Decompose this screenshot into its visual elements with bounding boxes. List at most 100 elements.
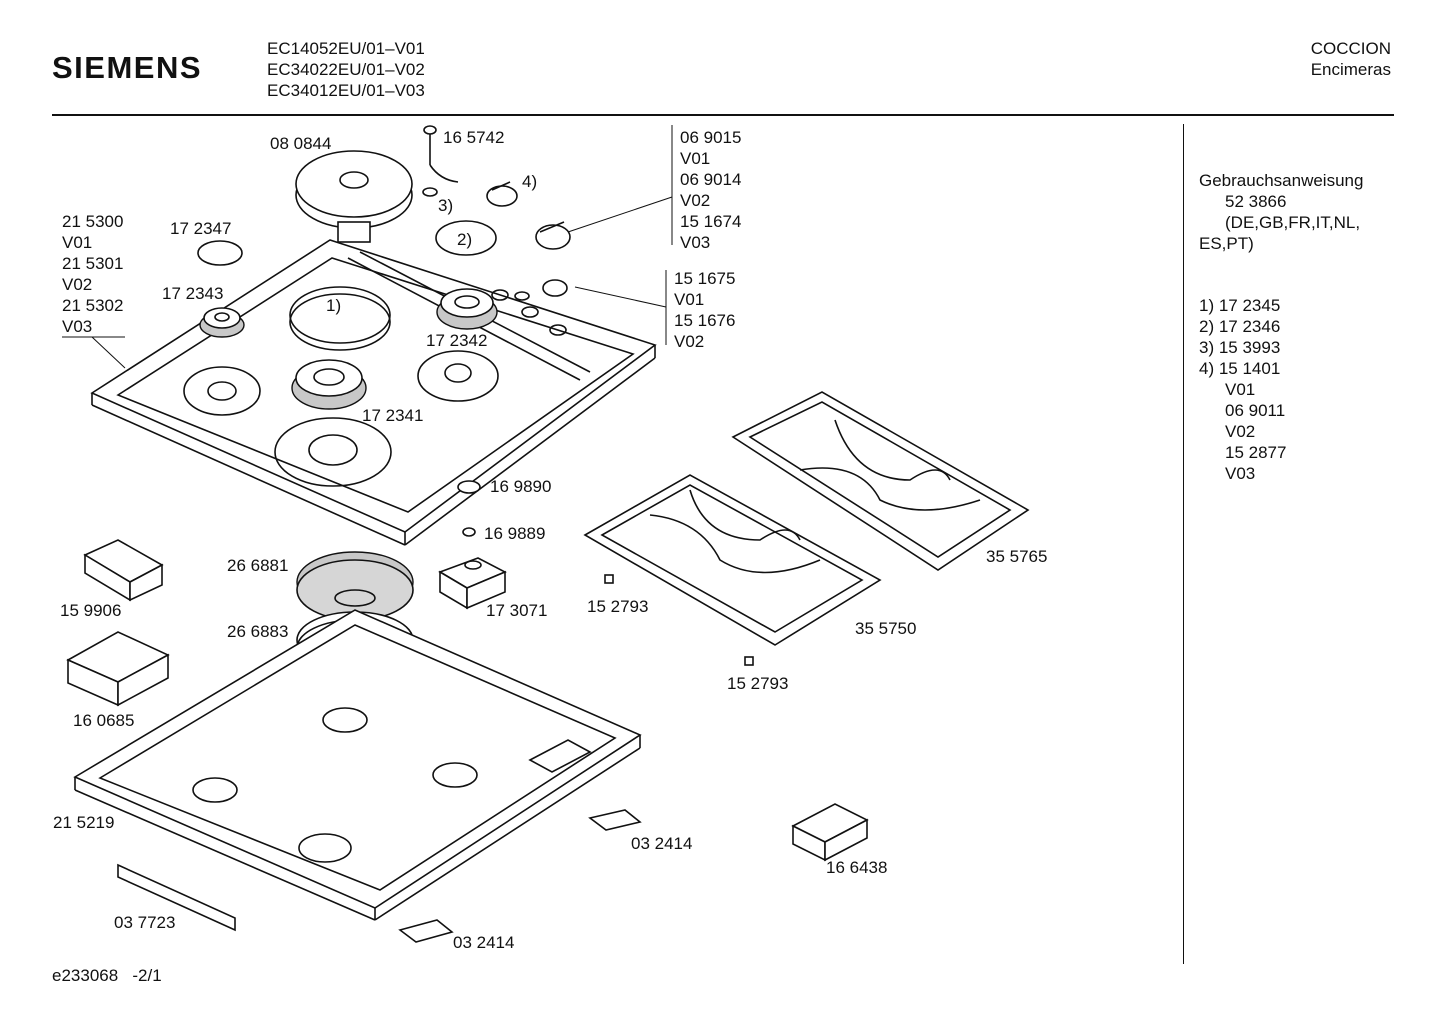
variant-stack-ring: 15 1675 V01 15 1676 V02 bbox=[674, 268, 735, 352]
leader-line bbox=[91, 336, 126, 369]
variant-line: V01 bbox=[680, 149, 711, 168]
cover-disc bbox=[435, 220, 497, 256]
base-tray bbox=[73, 609, 642, 921]
callout-ref-sub: 15 2877 bbox=[1225, 443, 1287, 462]
clip-032414 bbox=[398, 919, 454, 943]
reflector-266881 bbox=[296, 551, 414, 621]
part-label: 03 7723 bbox=[114, 913, 176, 932]
callout-reference-list: 1) 17 2345 2) 17 2346 3) 15 3993 4) 15 1… bbox=[1199, 295, 1286, 484]
variant-stack-knob: 06 9015 V01 06 9014 V02 15 1674 V03 bbox=[680, 127, 741, 253]
part-label: 26 6881 bbox=[227, 556, 289, 575]
part-label: 16 9889 bbox=[484, 524, 546, 543]
part-label: 03 2414 bbox=[453, 933, 515, 952]
leader-line bbox=[567, 196, 673, 233]
part-label: 15 9906 bbox=[60, 601, 122, 620]
leader-line bbox=[574, 286, 667, 308]
part-label: 35 5750 bbox=[855, 619, 917, 638]
burner-172342 bbox=[436, 288, 498, 330]
category-title: COCCION bbox=[1310, 39, 1391, 58]
part-label: 16 9890 bbox=[490, 477, 552, 496]
brand-logo: SIEMENS bbox=[52, 50, 203, 85]
model-number: EC14052EU/01–V01 bbox=[267, 39, 425, 58]
manual-languages: (DE,GB,FR,IT,NL, bbox=[1225, 213, 1361, 232]
part-label: 16 0685 bbox=[73, 711, 135, 730]
part-label: 26 6883 bbox=[227, 622, 289, 641]
burner-172341 bbox=[291, 359, 367, 410]
variant-line: V01 bbox=[674, 290, 705, 309]
callout-ref: 2) 17 2346 bbox=[1199, 317, 1281, 336]
washer bbox=[422, 187, 438, 197]
part-label: 16 6438 bbox=[826, 858, 888, 877]
variant-line: V02 bbox=[62, 275, 93, 294]
callout-label: 4) bbox=[522, 172, 538, 191]
callout-label: 2) bbox=[457, 230, 473, 249]
variant-line: V03 bbox=[680, 233, 711, 252]
callout-label: 1) bbox=[326, 296, 342, 315]
part-label: 17 2343 bbox=[162, 284, 224, 303]
footer-ref: e233068 -2/1 bbox=[52, 966, 162, 986]
callout-ref: 3) 15 3993 bbox=[1199, 338, 1281, 357]
hotplate-080844 bbox=[295, 150, 413, 243]
callout-ref-sub: V02 bbox=[1225, 422, 1256, 441]
model-number: EC34022EU/01–V02 bbox=[267, 60, 425, 79]
variant-line: 06 9015 bbox=[680, 128, 742, 147]
variant-line: 21 5302 bbox=[62, 296, 124, 315]
thermocouple bbox=[423, 125, 459, 183]
variant-line: 21 5300 bbox=[62, 212, 124, 231]
box-166438 bbox=[791, 803, 869, 862]
callout-ref-sub: 06 9011 bbox=[1225, 401, 1286, 420]
part-label: 21 5219 bbox=[53, 813, 115, 832]
variant-line: 15 1676 bbox=[674, 311, 736, 330]
part-label: 15 2793 bbox=[727, 674, 789, 693]
manual-title: Gebrauchsanweisung bbox=[1199, 171, 1364, 190]
callout-label: 3) bbox=[438, 196, 454, 215]
knob-ring bbox=[542, 279, 568, 297]
callout-ref: 4) 15 1401 bbox=[1199, 359, 1281, 378]
variant-line: 06 9014 bbox=[680, 170, 742, 189]
part-label: 35 5765 bbox=[986, 547, 1048, 566]
callout-ref-sub: V03 bbox=[1225, 464, 1256, 483]
page-number: -2/1 bbox=[132, 966, 162, 985]
module-159906 bbox=[83, 539, 164, 602]
part-label: 03 2414 bbox=[631, 834, 693, 853]
variant-line: 21 5301 bbox=[62, 254, 124, 273]
part-label: 17 2341 bbox=[362, 406, 424, 425]
foot-152793 bbox=[604, 574, 614, 584]
part-label: 17 3071 bbox=[486, 601, 548, 620]
variant-line: 15 1675 bbox=[674, 269, 736, 288]
box-160685 bbox=[66, 631, 170, 707]
model-number: EC34012EU/01–V03 bbox=[267, 81, 425, 100]
variant-line: V01 bbox=[62, 233, 93, 252]
ring-169889 bbox=[462, 527, 476, 537]
sidebar-divider bbox=[1183, 124, 1184, 964]
switch-173071 bbox=[438, 557, 507, 610]
burner-172343 bbox=[199, 307, 245, 338]
hob-hob-openings bbox=[183, 289, 567, 487]
variant-stack-frame: 21 5300 V01 21 5301 V02 21 5302 V03 bbox=[62, 211, 123, 337]
foot-152793 bbox=[744, 656, 754, 666]
part-label: 15 2793 bbox=[587, 597, 649, 616]
variant-line: V02 bbox=[674, 332, 705, 351]
variant-line: V02 bbox=[680, 191, 711, 210]
callout-ref: 1) 17 2345 bbox=[1199, 296, 1281, 315]
part-label: 16 5742 bbox=[443, 128, 505, 147]
category-subtitle: Encimeras bbox=[1310, 60, 1391, 79]
pan-support-355750 bbox=[583, 474, 882, 646]
strip-037723 bbox=[117, 863, 236, 932]
variant-line: V03 bbox=[62, 317, 93, 336]
pan-support-355765 bbox=[731, 391, 1030, 571]
manual-block: Gebrauchsanweisung 52 3866 (DE,GB,FR,IT,… bbox=[1199, 170, 1363, 254]
manual-number: 52 3866 bbox=[1225, 192, 1287, 211]
model-list: EC14052EU/01–V01 EC34022EU/01–V02 EC3401… bbox=[267, 38, 425, 101]
knob-small bbox=[486, 181, 518, 207]
variant-line: 15 1674 bbox=[680, 212, 742, 231]
header-rule bbox=[52, 114, 1394, 116]
part-label: 08 0844 bbox=[270, 134, 332, 153]
knob-large bbox=[535, 221, 571, 250]
hotplate-1 bbox=[289, 286, 391, 351]
drawing-code: e233068 bbox=[52, 966, 119, 985]
manual-languages-cont: ES,PT) bbox=[1199, 234, 1254, 253]
ring-169890 bbox=[457, 480, 481, 494]
seal-ring bbox=[197, 240, 243, 266]
